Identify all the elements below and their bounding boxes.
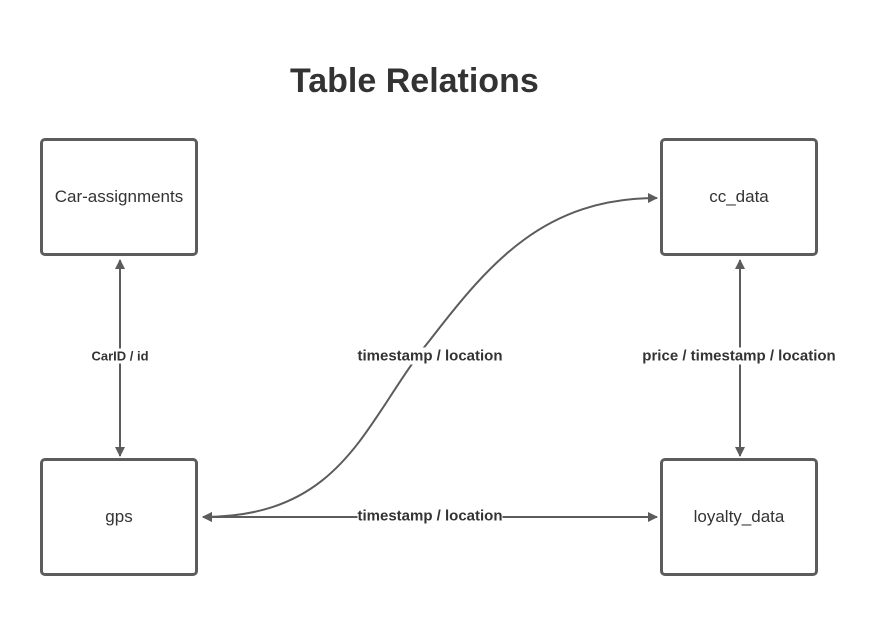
node-loyalty-data-label: loyalty_data xyxy=(693,507,785,526)
node-gps-label: gps xyxy=(105,507,133,526)
edge-gps-cc xyxy=(202,193,658,522)
diagram-title: Table Relations xyxy=(290,62,539,100)
edge-label-cc-loyalty: price / timestamp / location xyxy=(642,347,836,365)
node-gps[interactable]: gps xyxy=(40,458,198,576)
edge-label-gps-loyalty: timestamp / location xyxy=(357,507,503,525)
edge-label-gps-cc: timestamp / location xyxy=(357,347,503,365)
node-car-assignments[interactable]: Car-assignments xyxy=(40,138,198,256)
edge-label-car-gps: CarID / id xyxy=(91,348,149,364)
node-loyalty-data[interactable]: loyalty_data xyxy=(660,458,818,576)
node-cc-data[interactable]: cc_data xyxy=(660,138,818,256)
node-car-assignments-label: Car-assignments xyxy=(54,187,184,206)
node-cc-data-label: cc_data xyxy=(709,187,769,206)
